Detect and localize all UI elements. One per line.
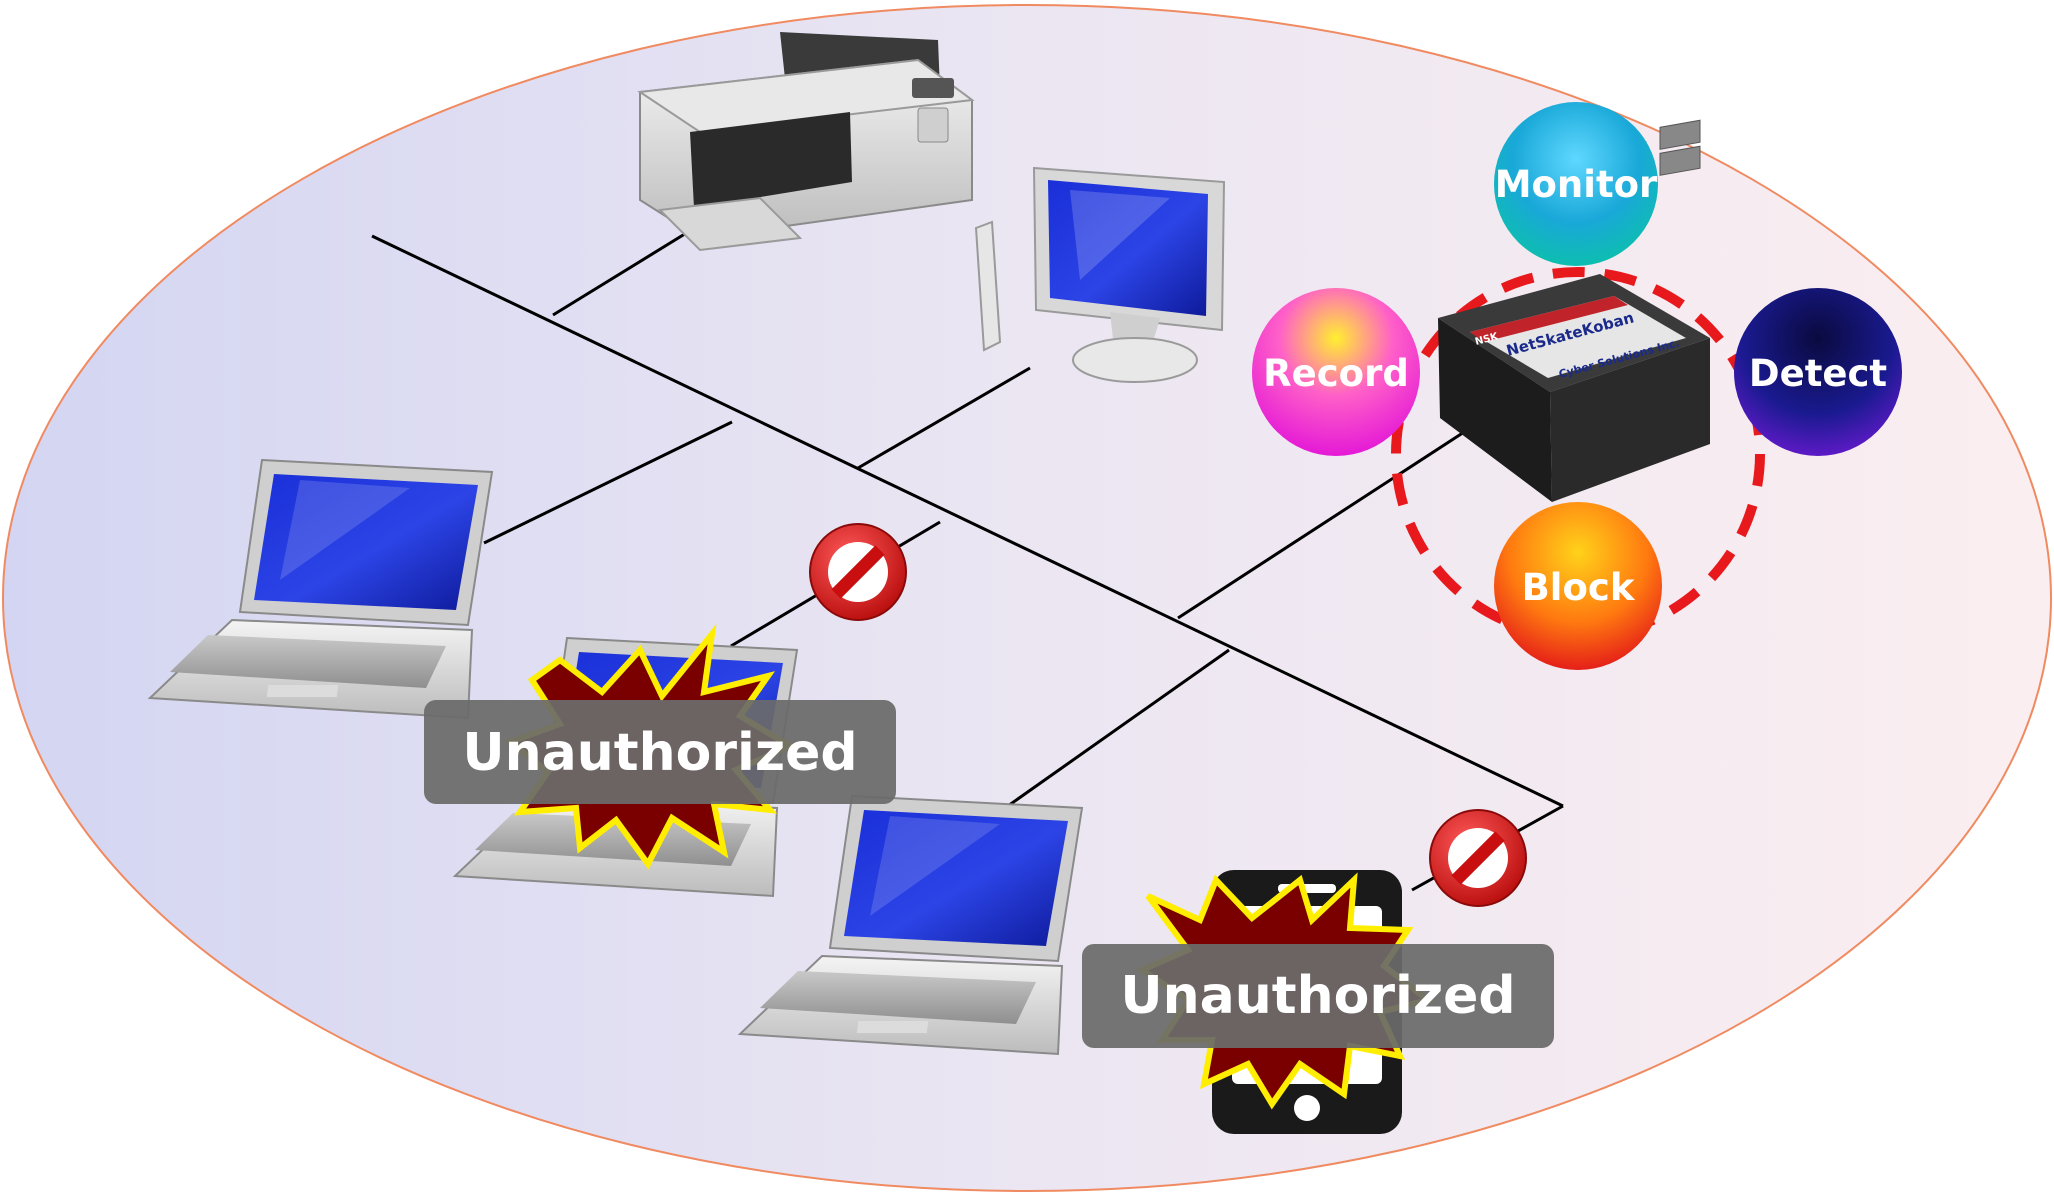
forbidden-icon	[1429, 809, 1527, 907]
laptop-3	[737, 794, 1084, 1056]
record-label: Record	[1263, 352, 1409, 395]
monitor-function: Monitor	[1494, 102, 1658, 266]
detect-label: Detect	[1749, 352, 1887, 395]
unauthorized-label-box	[1082, 944, 1554, 1048]
desktop-computer-icon	[974, 166, 1226, 383]
laptop-1	[147, 458, 494, 720]
printer-icon	[637, 32, 975, 252]
unauthorized-burst-2: Unauthorized	[1082, 872, 1554, 1110]
forbidden-icon	[809, 523, 907, 621]
unauthorized-label-box	[424, 700, 896, 804]
record-function: Record	[1252, 288, 1420, 456]
monitor-label: Monitor	[1495, 163, 1658, 206]
unauthorized-label: Unauthorized	[1120, 966, 1515, 1026]
unauthorized-label: Unauthorized	[462, 723, 857, 783]
block-label: Block	[1522, 566, 1636, 609]
unauthorized-burst-1: Unauthorized	[424, 623, 896, 870]
block-function: Block	[1494, 502, 1662, 670]
detect-function: Detect	[1734, 288, 1902, 456]
netskatekoban-device: NetSkateKoban Cyber Solutions Inc. NSK	[1438, 119, 1710, 502]
